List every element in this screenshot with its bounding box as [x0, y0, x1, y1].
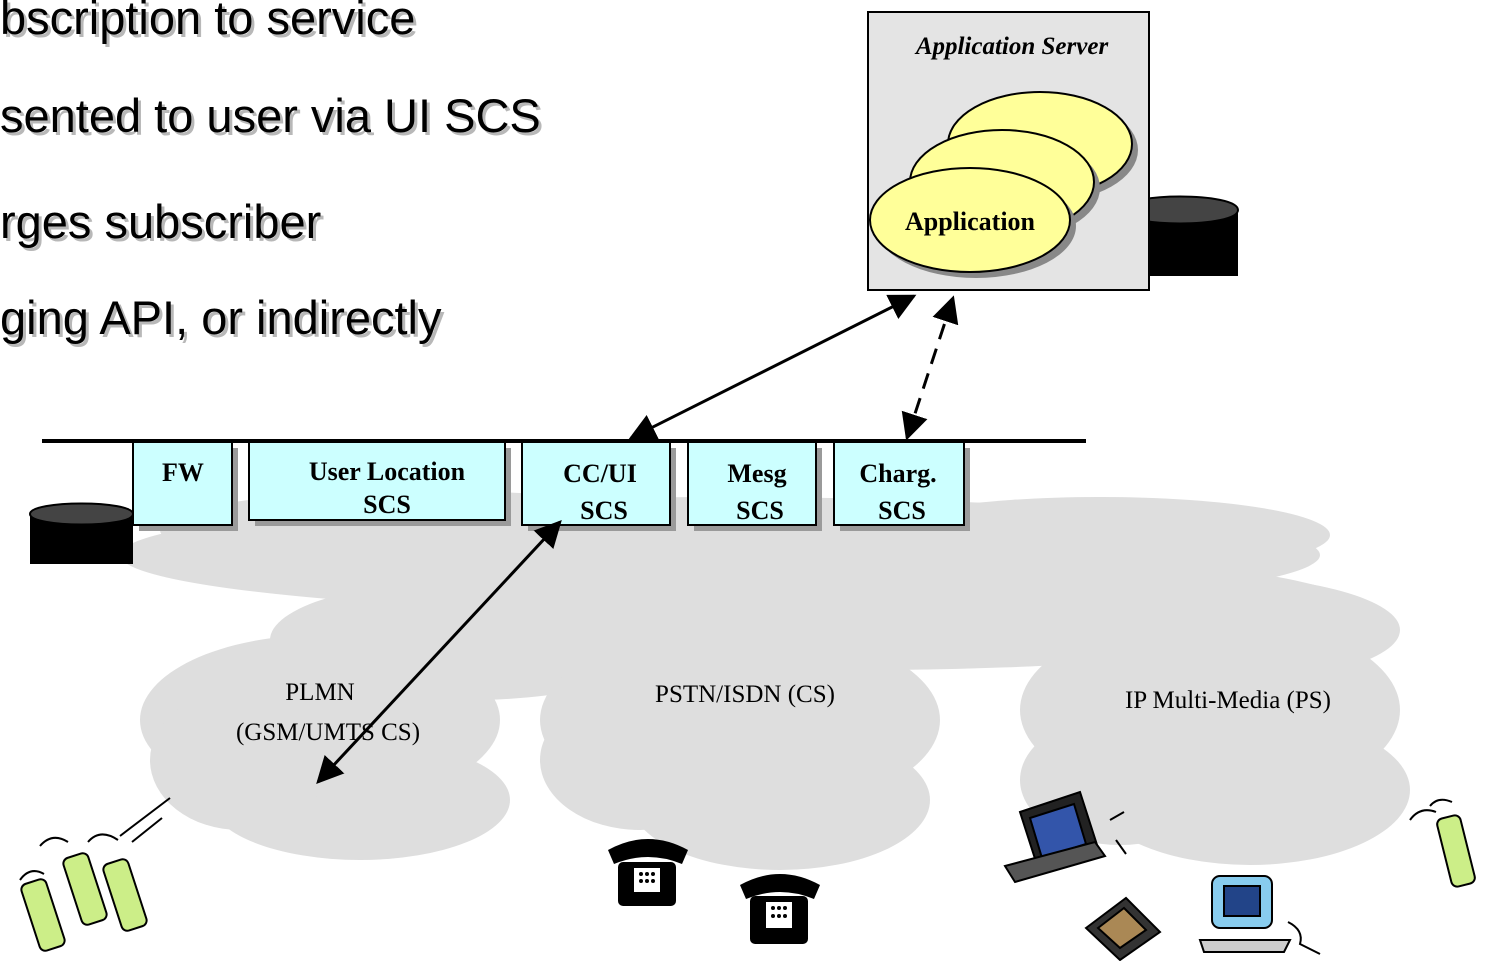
- app-to-charging-dashed-arrow: [901, 295, 959, 441]
- svg-text:SCS: SCS: [878, 496, 926, 525]
- scs-box-cc-ui: CC/UI SCS: [521, 441, 676, 531]
- scs-box-fw: FW: [132, 441, 238, 531]
- desktop-computer-icon: [1198, 875, 1321, 955]
- svg-text:User Location: User Location: [309, 457, 466, 486]
- application-server: Application Server Application: [867, 11, 1150, 291]
- svg-text:FW: FW: [162, 458, 204, 487]
- bullet-line-4: ging API, or indirectly: [0, 291, 442, 344]
- plmn-cloud: [140, 635, 510, 860]
- ccui-to-plmn-arrow: [316, 520, 562, 784]
- bullet-line-1: bscription to service: [0, 0, 416, 44]
- telephone-icon: [608, 839, 688, 906]
- svg-text:CC/UI: CC/UI: [563, 459, 637, 488]
- pstn-cloud: [540, 625, 940, 870]
- telephone-icon: [740, 874, 820, 944]
- svg-text:Mesg: Mesg: [727, 459, 786, 488]
- scs-box-charging: Charg. SCS: [833, 441, 970, 531]
- svg-text:SCS: SCS: [363, 490, 411, 519]
- application-label: Application: [905, 207, 1036, 236]
- ip-cloud: [1020, 615, 1410, 865]
- database-icon: [28, 502, 135, 564]
- pda-icon: [1084, 896, 1162, 961]
- pstn-label: PSTN/ISDN (CS): [655, 681, 835, 708]
- app-to-ccui-arrow: [628, 294, 917, 440]
- scs-box-user-location: User Location SCS: [248, 441, 511, 526]
- application-server-title: Application Server: [914, 33, 1109, 60]
- laptop-icon: [1003, 790, 1127, 884]
- svg-text:SCS: SCS: [736, 496, 784, 525]
- mobile-phone-icon: [1409, 798, 1476, 888]
- plmn-sublabel: (GSM/UMTS CS): [236, 719, 420, 746]
- scs-box-mesg: Mesg SCS: [687, 441, 822, 531]
- svg-text:SCS: SCS: [580, 496, 628, 525]
- svg-text:Charg.: Charg.: [859, 459, 936, 488]
- plmn-label: PLMN: [285, 679, 354, 706]
- bullet-line-3: rges subscriber: [0, 195, 322, 248]
- mobile-phones-icon: [19, 797, 171, 952]
- bullet-line-2: sented to user via UI SCS: [0, 89, 541, 142]
- ip-label: IP Multi-Media (PS): [1125, 687, 1331, 714]
